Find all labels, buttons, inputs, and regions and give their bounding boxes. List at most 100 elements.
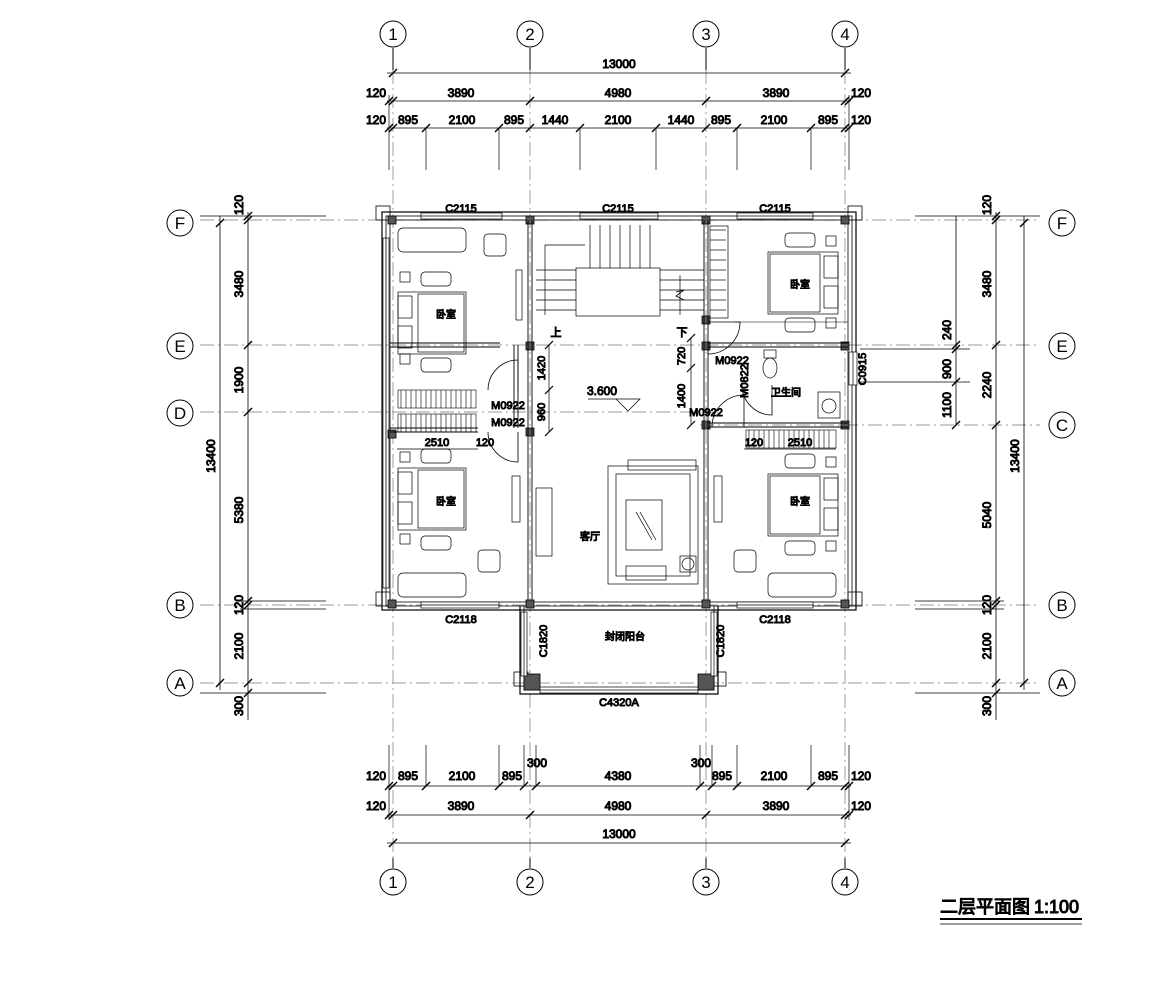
wardrobes — [397, 389, 837, 449]
left-dimensions — [200, 211, 326, 720]
dim-text: 120 — [366, 86, 386, 100]
window-c4320a — [539, 686, 699, 694]
dim-text: 120 — [980, 195, 994, 215]
desk — [515, 269, 523, 321]
exterior-walls — [381, 211, 857, 695]
axis-label: B — [1056, 596, 1067, 615]
dim-text: 895 — [711, 113, 731, 127]
axis-bubble-B-left: B — [166, 591, 194, 619]
axis-label: F — [1057, 214, 1067, 233]
door-swing — [741, 384, 773, 416]
window-c1820-left — [520, 611, 528, 677]
living-sofa-set — [607, 465, 699, 585]
sofa — [397, 227, 467, 253]
room-labels: 卧室 卧室 卧室 卧室 客厅 卫生间 封闭阳台 — [436, 278, 811, 644]
dim-text: 1440 — [668, 113, 695, 127]
door-label: M0922 — [715, 355, 749, 367]
axis-label: E — [1056, 337, 1067, 356]
dim-text: 720 — [676, 347, 688, 365]
bottom-dimensions — [384, 745, 854, 848]
dim-text: 1900 — [232, 366, 246, 393]
inner-dimensions — [397, 333, 836, 450]
window-c2115-right — [736, 212, 814, 220]
window-c0915 — [848, 351, 858, 386]
dim-text: 3890 — [448, 86, 475, 100]
axis-label: 1 — [388, 25, 397, 44]
dim-text: 895 — [712, 769, 732, 783]
top-dimension-text: 13000 120 3890 4980 3890 120 120 895 210… — [365, 57, 871, 128]
axis-label: F — [175, 214, 185, 233]
dim-text: 2100 — [761, 113, 788, 127]
dim-text: 895 — [818, 113, 838, 127]
dim-text: 13400 — [1008, 439, 1022, 473]
elevation-mark: 3.600 — [587, 384, 617, 398]
bathroom-fixtures — [762, 349, 841, 419]
dim-text: 120 — [232, 595, 246, 615]
tv-cabinet — [535, 487, 553, 557]
dim-text: 120 — [980, 595, 994, 615]
dim-text: 2100 — [449, 113, 476, 127]
bottom-dimension-text: 120 895 2100 895 300 4380 300 895 2100 8… — [365, 756, 871, 842]
coffee-table — [625, 499, 663, 551]
stair-down-label: 下 — [677, 327, 688, 339]
beds — [397, 232, 839, 556]
dim-text: 300 — [691, 756, 711, 770]
dim-text: 240 — [940, 320, 954, 340]
title-scale: 1:100 — [1034, 897, 1079, 917]
door-label: M0822 — [739, 364, 751, 398]
window-label: C4320A — [599, 697, 639, 709]
axis-label: E — [174, 337, 185, 356]
dim-text: 13000 — [602, 57, 636, 71]
axis-bubble-F-left: F — [166, 209, 194, 237]
axis-label: 3 — [701, 873, 710, 892]
dim-text: 120 — [476, 437, 494, 449]
dim-text: 900 — [940, 359, 954, 379]
toilet-tank — [763, 349, 777, 359]
bed-bottom-right — [767, 453, 839, 556]
axis-label: 4 — [840, 25, 849, 44]
inner-dimension-text: 1420 960 720 1400 120 120 2510 2510 3.60… — [424, 346, 812, 449]
axis-bubbles: 1 2 3 4 1 2 3 4 F E D B A F E C B A — [166, 20, 1076, 896]
dim-text: 4380 — [605, 769, 632, 783]
dim-text: 2100 — [605, 113, 632, 127]
window-label: C1820 — [715, 625, 727, 657]
window-label: C0915 — [857, 353, 869, 385]
armchair — [477, 549, 501, 573]
window-label: C2115 — [445, 203, 477, 215]
room-label: 卧室 — [790, 495, 810, 508]
axis-label: 2 — [525, 873, 534, 892]
desk — [511, 475, 521, 523]
axis-label: C — [1056, 416, 1068, 435]
axis-bubble-A-right: A — [1048, 669, 1076, 697]
doors — [487, 321, 773, 463]
staircase — [536, 225, 729, 319]
door-label: M0922 — [491, 400, 525, 412]
dim-text: 1420 — [536, 356, 548, 380]
dim-text: 1100 — [940, 392, 954, 418]
dim-text: 895 — [818, 769, 838, 783]
dim-text: 2100 — [980, 632, 994, 659]
interior-walls — [390, 220, 848, 600]
window-label: C1820 — [538, 625, 550, 657]
armchair — [733, 549, 757, 573]
axis-bubble-3-top: 3 — [692, 20, 720, 70]
top-dimensions — [384, 68, 854, 170]
dim-text: 2510 — [425, 437, 449, 449]
room-label: 卧室 — [436, 308, 456, 321]
axis-grid-lines — [200, 70, 1040, 858]
door-labels: M0922 M0922 M0922 M0922 M0822 — [491, 355, 752, 430]
dim-text: 4980 — [605, 799, 632, 813]
axis-bubble-2-bottom: 2 — [516, 858, 544, 896]
door-label: M0922 — [689, 407, 723, 419]
dim-text: 3480 — [232, 270, 246, 297]
axis-bubble-4-bottom: 4 — [831, 858, 859, 896]
dim-text: 120 — [745, 437, 763, 449]
dim-text: 2100 — [232, 632, 246, 659]
door-label: M0922 — [491, 417, 525, 429]
room-label: 封闭阳台 — [605, 630, 645, 643]
window-c2118-left — [420, 601, 500, 609]
dim-text: 5380 — [232, 496, 246, 523]
bed-top-right — [767, 232, 839, 333]
axis-bubble-A-left: A — [166, 669, 194, 697]
